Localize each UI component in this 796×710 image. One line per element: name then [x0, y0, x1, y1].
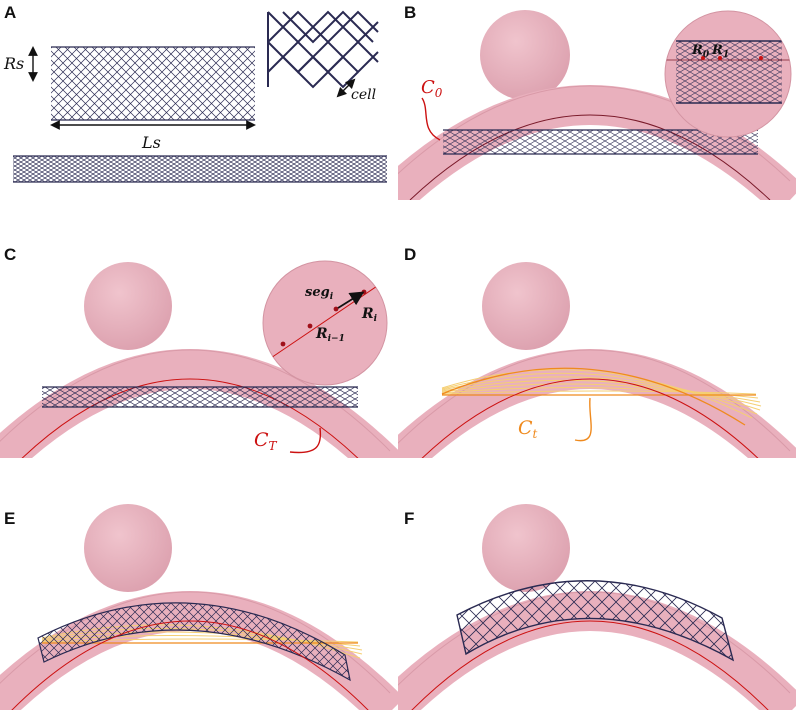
panel-a: A Rs Ls cell [3, 3, 387, 183]
panel-e-label: E [4, 509, 15, 528]
ri-label: Ri [361, 306, 378, 324]
cell-detail [267, 10, 379, 89]
centerline [409, 114, 771, 200]
aneurysm-sphere [480, 10, 570, 100]
cell-arrow [336, 78, 356, 98]
vessel [398, 85, 796, 200]
centerline-red [21, 378, 359, 458]
seg-arrow [337, 291, 365, 309]
ct-label: CT [254, 429, 278, 453]
ct-small-label: Ct [518, 417, 538, 441]
zoom-circle [262, 260, 388, 386]
r0-label: R0 [691, 43, 710, 60]
panel-f-label: F [404, 509, 414, 528]
ri-minus-1-label: Ri−1 [315, 326, 345, 344]
stent-straight [443, 130, 758, 154]
rs-label: Rs [3, 54, 24, 73]
long-stent [13, 156, 387, 182]
r1-label: R1 [711, 43, 729, 60]
seg-label: segi [305, 285, 334, 302]
panel-f: F [398, 504, 796, 710]
c0-label: C0 [421, 77, 443, 100]
ls-label: Ls [141, 133, 161, 152]
deployed-stent [456, 580, 735, 662]
stent-straight [42, 387, 358, 407]
panel-d: D Ct [398, 245, 796, 458]
panel-b-label: B [404, 3, 416, 22]
panel-a-label: A [4, 3, 16, 22]
panel-c: C CT segi Ri Ri−1 [0, 245, 398, 458]
cell-label: cell [351, 87, 376, 103]
stent-mesh [51, 47, 255, 120]
panel-e: E [0, 504, 398, 710]
panel-b: B C0 R0 R1 [398, 3, 796, 200]
panel-c-label: C [4, 245, 16, 264]
panel-d-label: D [404, 245, 416, 264]
curved-stent [37, 602, 351, 682]
